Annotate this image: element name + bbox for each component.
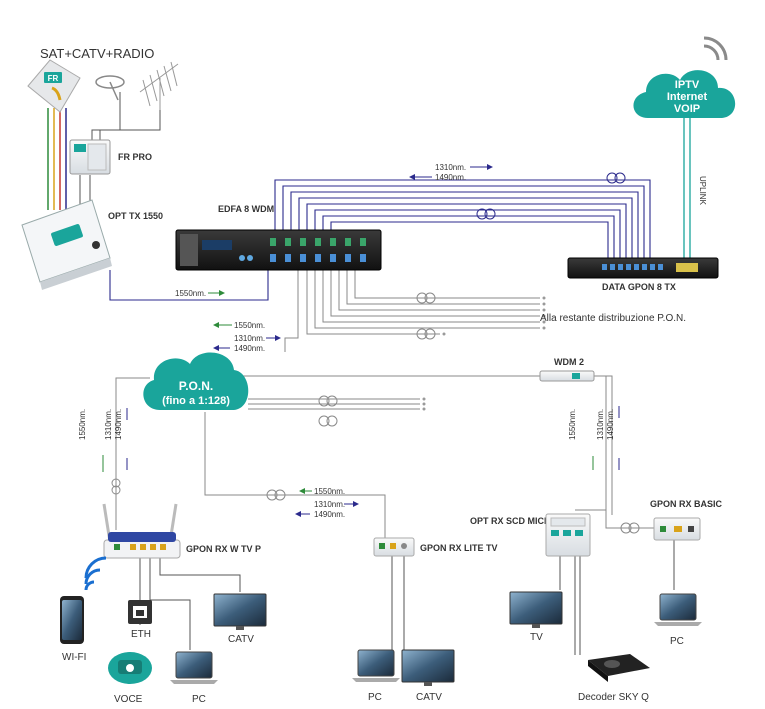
telephone-icon: VOCE xyxy=(108,652,152,705)
navy-fiber-7 xyxy=(322,215,615,262)
grey-out-6 xyxy=(314,270,540,329)
pc-label-lite: PC xyxy=(368,692,382,703)
grey-out-3 xyxy=(338,270,540,311)
wdm2-device: WDM 2 xyxy=(539,357,595,382)
wavelength-labels: 1310nm. 1490nm. 1550nm. 1550nm. 1310nm. … xyxy=(78,163,620,519)
wl-lite-1550: 1550nm. xyxy=(314,487,345,496)
satellite-group: SAT+CATV+RADIO FR FR PRO xyxy=(21,46,179,290)
tv-router: CATV xyxy=(213,593,267,645)
gpon-rx-lite-device: GPON RX LITE TV xyxy=(373,537,498,557)
wl-basic-1310: 1310nm. xyxy=(596,409,605,440)
wl-top-1310: 1310nm. xyxy=(435,163,466,172)
fiber-ends xyxy=(422,296,546,411)
pon-line1: P.O.N. xyxy=(179,379,213,393)
navy-fiber-1 xyxy=(274,179,651,262)
fiber-lines xyxy=(47,92,691,655)
wl-opttx-1550: 1550nm. xyxy=(175,289,206,298)
wl-router-1310: 1310nm. xyxy=(104,409,113,440)
data-gpon-device: DATA GPON 8 TX xyxy=(567,257,719,292)
wdm2-scd-line xyxy=(592,375,613,515)
wl-basic-1490: 1490nm. xyxy=(606,409,615,440)
opt-rx-scd-device: OPT RX SCD MICRO xyxy=(470,513,591,557)
wifi-label: WI-FI xyxy=(62,652,86,663)
smartphone: WI-FI xyxy=(60,556,107,663)
catv-label-router: CATV xyxy=(228,634,254,645)
wifi-icon xyxy=(84,556,107,591)
wdm2-label: WDM 2 xyxy=(554,357,584,367)
fm-antenna xyxy=(95,75,125,101)
wl-router-1490: 1490nm. xyxy=(114,409,123,440)
pon-line2: (fino a 1:128) xyxy=(162,395,230,407)
sat-title: SAT+CATV+RADIO xyxy=(40,46,154,61)
grey-out-5 xyxy=(322,270,540,323)
gpon-rx-wtvp-label: GPON RX W TV P xyxy=(186,544,261,554)
tv-scd: TV xyxy=(509,591,563,643)
decoder-box: Decoder SKY Q xyxy=(578,654,650,703)
navy-fiber-4 xyxy=(298,197,633,262)
laptop-router: PC xyxy=(170,651,218,705)
pon-cloud: P.O.N. (fino a 1:128) xyxy=(143,352,249,410)
cloud-iptv-line3: VOIP xyxy=(674,103,700,115)
wl-pon-1490: 1490nm. xyxy=(234,344,265,353)
yagi-antenna xyxy=(139,61,179,110)
eth-label: ETH xyxy=(131,629,151,640)
opttx-edfa-fiber xyxy=(109,270,269,301)
wl-pon-1310: 1310nm. xyxy=(234,334,265,343)
grey-out-4 xyxy=(330,270,540,317)
grey-out-1 xyxy=(354,270,540,299)
voce-label: VOCE xyxy=(114,694,143,705)
navy-fiber-6 xyxy=(314,209,621,262)
decoder-label: Decoder SKY Q xyxy=(578,692,649,703)
gpon-rx-basic-device: GPON RX BASIC xyxy=(650,499,723,541)
cloud-iptv-line1: IPTV xyxy=(675,79,700,91)
wifi-signal-icon xyxy=(703,36,728,61)
navy-fiber-5 xyxy=(306,203,627,262)
wl-router-1550: 1550nm. xyxy=(78,409,87,440)
pon-lite-line xyxy=(204,412,386,540)
opt-tx-device: OPT TX 1550 xyxy=(21,199,163,290)
navy-fiber-2 xyxy=(282,185,645,262)
catv-label-lite: CATV xyxy=(416,692,442,703)
uplink-label: UPLINK xyxy=(698,176,707,206)
grey-out-7 xyxy=(306,270,440,335)
fr-logo: FR xyxy=(48,74,59,83)
wl-lite-1310: 1310nm. xyxy=(314,500,345,509)
fr-pro-label: FR PRO xyxy=(118,152,152,162)
restante-label: Alla restante distribuzione P.O.N. xyxy=(540,313,686,324)
edfa-label: EDFA 8 WDM xyxy=(218,204,274,214)
gpon-rx-lite-label: GPON RX LITE TV xyxy=(420,543,498,553)
opt-rx-scd-label: OPT RX SCD MICRO xyxy=(470,516,558,526)
gpon-rx-basic-label: GPON RX BASIC xyxy=(650,499,723,509)
opt-tx-label: OPT TX 1550 xyxy=(108,211,163,221)
pc-label-router: PC xyxy=(192,694,206,705)
wl-top-1490: 1490nm. xyxy=(435,173,466,182)
data-gpon-label: DATA GPON 8 TX xyxy=(602,282,676,292)
laptop-lite: PC xyxy=(352,649,400,703)
wl-lite-1490: 1490nm. xyxy=(314,510,345,519)
cloud-iptv-line2: Internet xyxy=(667,91,708,103)
fiber-coils xyxy=(111,172,640,534)
gpon-rx-wtvp-device: GPON RX W TV P xyxy=(102,503,261,559)
tv-lite: CATV xyxy=(401,649,455,703)
wdm2-basic-line xyxy=(600,375,655,529)
iptv-cloud: IPTV Internet VOIP UPLINK xyxy=(633,36,736,206)
satellite-dish: FR xyxy=(27,59,81,113)
fr-pro-device: FR PRO xyxy=(69,139,152,175)
laptop-basic: PC xyxy=(654,593,702,647)
navy-fiber-3 xyxy=(290,191,639,262)
pc-label-basic: PC xyxy=(670,636,684,647)
wl-pon-1550: 1550nm. xyxy=(234,321,265,330)
grey-out-2 xyxy=(346,270,540,305)
ethernet-port: ETH xyxy=(128,600,152,640)
edfa-device: EDFA 8 WDM xyxy=(175,204,382,271)
wl-scd-1550: 1550nm. xyxy=(568,409,577,440)
grey-out-8 xyxy=(284,270,299,352)
tv-label: TV xyxy=(530,632,543,643)
